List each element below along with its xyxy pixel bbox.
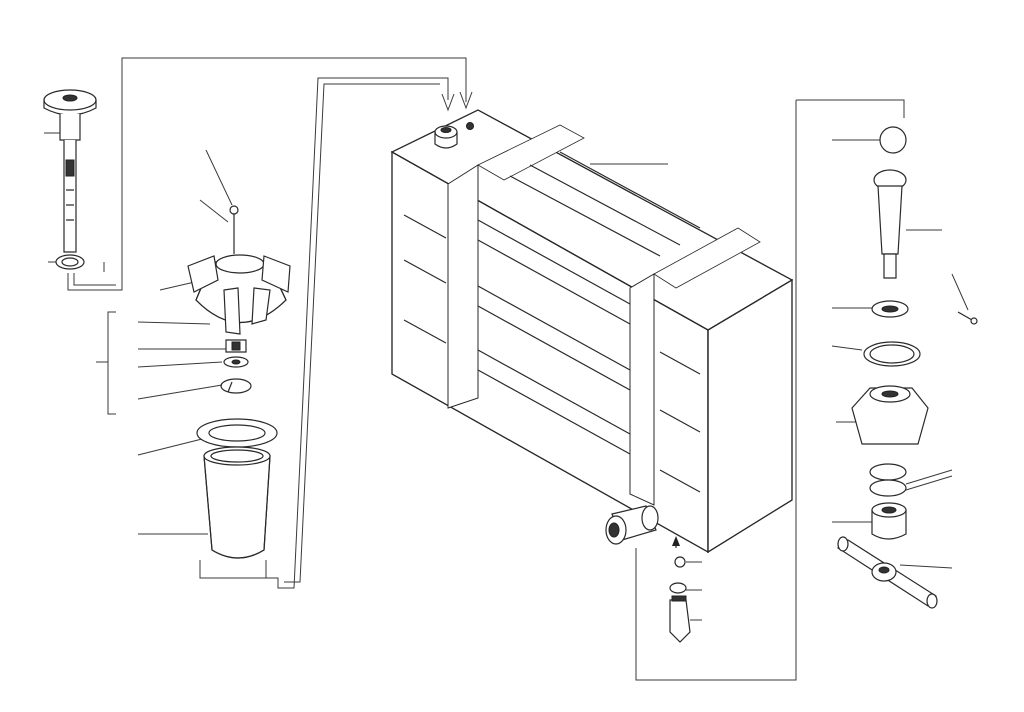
drain-cock <box>606 506 680 548</box>
gasket-ring <box>864 342 920 366</box>
filler-cap <box>188 206 290 334</box>
nut-ring <box>872 301 908 317</box>
connector-lines <box>68 58 904 680</box>
springs <box>870 464 906 496</box>
split-pin <box>958 312 977 324</box>
filler-gasket <box>197 419 277 447</box>
banjo-union <box>838 537 937 608</box>
filler-strainer <box>204 447 270 558</box>
dipstick <box>44 90 96 269</box>
ball <box>880 127 906 153</box>
valve-plunger <box>874 170 906 278</box>
sediment-filter <box>670 583 690 642</box>
washer <box>224 357 248 367</box>
hex-union-body <box>852 386 928 444</box>
union-nut <box>872 503 906 539</box>
drain-plug-washer <box>675 557 685 567</box>
spring-ring <box>221 379 251 393</box>
fuel-tank <box>392 110 792 552</box>
small-nut <box>226 340 246 352</box>
